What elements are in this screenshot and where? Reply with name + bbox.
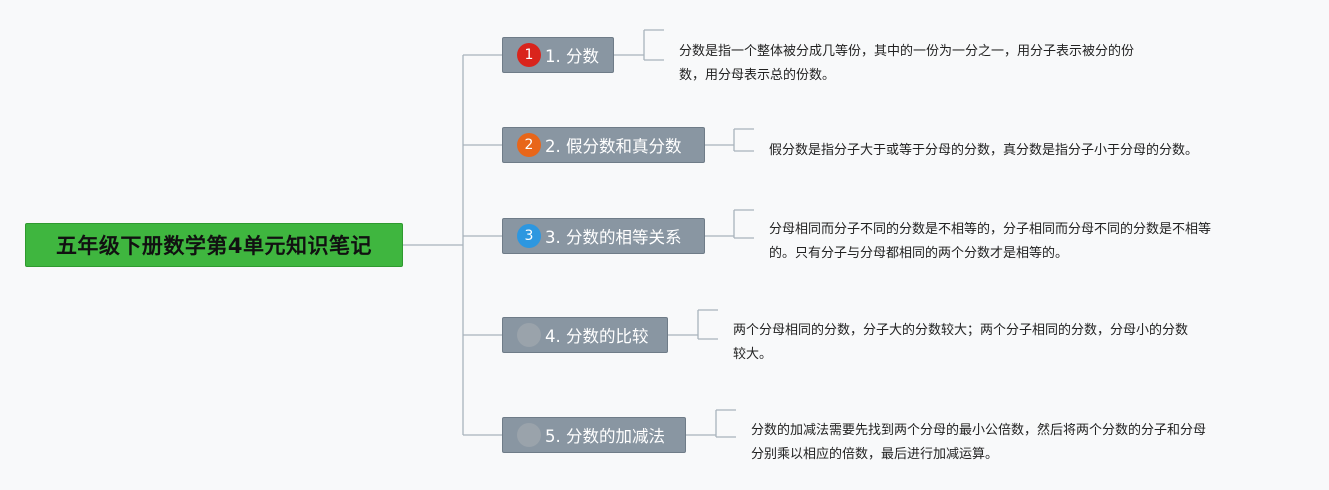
note-fraction-add-subtract: 分数的加减法需要先找到两个分母的最小公倍数，然后将两个分数的分子和分母 分别乘以… xyxy=(751,419,1206,467)
topic-label: 5. 分数的加减法 xyxy=(545,427,665,446)
topic-label: 2. 假分数和真分数 xyxy=(545,137,682,156)
root-title: 五年级下册数学第4单元知识笔记 xyxy=(55,234,373,258)
note-fraction: 分数是指一个整体被分成几等份，其中的一份为一分之一，用分子表示被分的份 数，用分… xyxy=(679,40,1134,88)
priority-5-icon xyxy=(517,423,541,447)
topic-fraction[interactable]: 1 1. 分数 xyxy=(502,37,614,73)
note-line: 分母相同而分子不同的分数是不相等的，分子相同而分母不同的分数是不相等 xyxy=(769,222,1212,237)
note-line: 数，用分母表示总的份数。 xyxy=(679,68,836,83)
priority-2-icon: 2 xyxy=(517,133,541,157)
root-topic[interactable]: 五年级下册数学第4单元知识笔记 xyxy=(25,223,403,267)
note-line: 分数是指一个整体被分成几等份，其中的一份为一分之一，用分子表示被分的份 xyxy=(679,44,1135,59)
note-line: 两个分母相同的分数，分子大的分数较大；两个分子相同的分数，分母小的分数 xyxy=(733,323,1189,338)
priority-1-icon: 1 xyxy=(517,43,541,67)
topic-label: 1. 分数 xyxy=(545,47,599,66)
note-improper-proper-fraction: 假分数是指分子大于或等于分母的分数，真分数是指分子小于分母的分数。 xyxy=(769,139,1198,163)
topic-improper-proper-fraction[interactable]: 2 2. 假分数和真分数 xyxy=(502,127,705,163)
note-line: 的。只有分子与分母都相同的两个分数才是相等的。 xyxy=(769,246,1069,261)
topic-fraction-comparison[interactable]: 4. 分数的比较 xyxy=(502,317,668,353)
priority-3-icon: 3 xyxy=(517,224,541,248)
note-line: 假分数是指分子大于或等于分母的分数，真分数是指分子小于分母的分数。 xyxy=(769,143,1199,158)
note-fraction-comparison: 两个分母相同的分数，分子大的分数较大；两个分子相同的分数，分母小的分数 较大。 xyxy=(733,319,1188,367)
note-fraction-equality: 分母相同而分子不同的分数是不相等的，分子相同而分母不同的分数是不相等 的。只有分… xyxy=(769,218,1211,266)
topic-fraction-add-subtract[interactable]: 5. 分数的加减法 xyxy=(502,417,686,453)
note-line: 较大。 xyxy=(733,347,773,362)
note-line: 分数的加减法需要先找到两个分母的最小公倍数，然后将两个分数的分子和分母 xyxy=(751,423,1207,438)
topic-label: 3. 分数的相等关系 xyxy=(545,228,682,247)
topic-fraction-equality[interactable]: 3 3. 分数的相等关系 xyxy=(502,218,705,254)
topic-label: 4. 分数的比较 xyxy=(545,327,649,346)
priority-4-icon xyxy=(517,323,541,347)
note-line: 分别乘以相应的倍数，最后进行加减运算。 xyxy=(751,447,999,462)
